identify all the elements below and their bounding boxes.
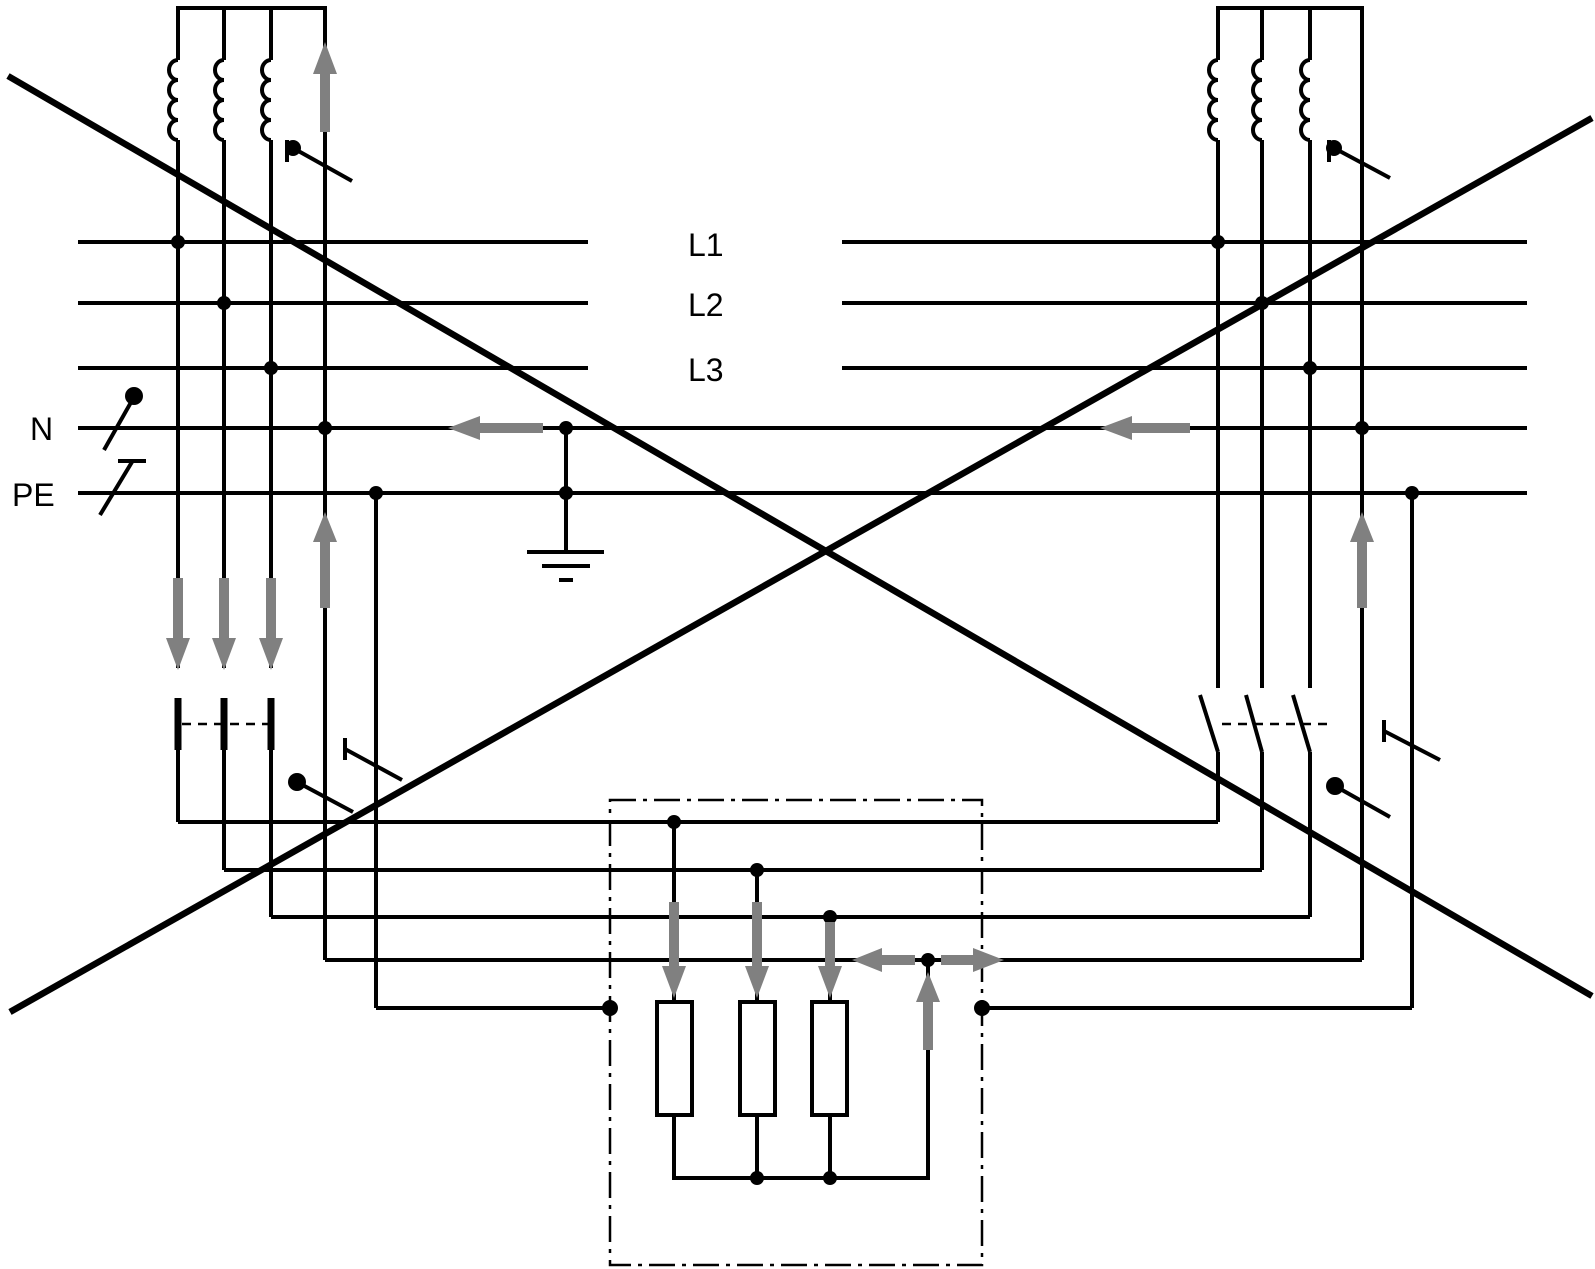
label-l1: L1 bbox=[688, 227, 724, 263]
left-n-switch bbox=[288, 773, 354, 814]
ground-icon bbox=[527, 550, 604, 582]
feeders bbox=[178, 820, 1412, 1010]
right-pe-switch bbox=[1382, 720, 1441, 762]
current-flow-arrows bbox=[166, 42, 1374, 1050]
resistor-icon bbox=[655, 1000, 694, 1117]
star-point-switch bbox=[1326, 140, 1391, 180]
label-n: N bbox=[30, 411, 53, 447]
label-l3: L3 bbox=[688, 352, 724, 388]
label-pe: PE bbox=[12, 477, 55, 513]
label-l2: L2 bbox=[688, 287, 724, 323]
coil-icon bbox=[167, 58, 272, 142]
pe-disconnect-switch bbox=[98, 459, 146, 517]
n-disconnect-switch bbox=[102, 387, 143, 451]
load bbox=[602, 815, 990, 1185]
right-source bbox=[1198, 6, 1441, 1008]
left-pe-switch bbox=[343, 738, 403, 782]
right-switch-open bbox=[1198, 694, 1330, 753]
star-point-switch bbox=[285, 140, 353, 183]
resistor-icon bbox=[810, 1000, 849, 1117]
right-n-switch bbox=[1326, 777, 1391, 819]
coil-icon bbox=[1207, 58, 1311, 142]
n-pe-bridge bbox=[559, 421, 573, 552]
load-enclosure bbox=[608, 798, 984, 1267]
resistor-icon bbox=[738, 1000, 777, 1117]
crossed-out-mark bbox=[6, 73, 1594, 1015]
left-contactor bbox=[174, 698, 275, 750]
